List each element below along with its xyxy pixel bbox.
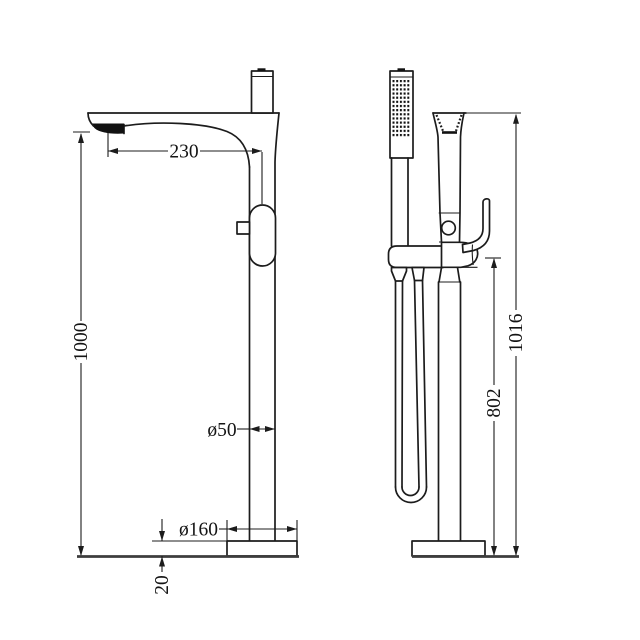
hose-right-tube (413, 279, 428, 488)
handshower-hose-nut (390, 266, 408, 282)
body-right-edge (458, 112, 465, 243)
hose-loop-outer (394, 486, 428, 504)
front-handle (250, 70, 274, 114)
spout-opening-left-hatch (435, 114, 445, 132)
dim-160-arrow-left (227, 526, 237, 532)
dim-1000-arrow-bottom (78, 546, 84, 556)
side-dimensions: 1016 802 (466, 112, 527, 556)
handshower-spray-face (392, 80, 411, 137)
front-body-right-edge (274, 112, 280, 542)
body-left-edge (432, 112, 443, 243)
front-knob-tab (236, 221, 251, 235)
dim-802-arrow-top (491, 258, 497, 268)
dim-50-arrow-left (249, 426, 260, 432)
dim-20-arrow-down (159, 531, 165, 541)
front-control-knob (248, 204, 277, 267)
front-spout-face (87, 112, 95, 127)
dim-spout-height: 1000 (71, 131, 92, 556)
front-spout-outlet-tip (92, 123, 124, 134)
shower-holder-arm (387, 245, 444, 269)
dim-base-diameter: ø160 (179, 520, 298, 541)
dim-base-thickness: 20 (152, 519, 227, 595)
hose-left-tube (394, 280, 404, 488)
dim-160-arrow-right (287, 526, 297, 532)
dim-50-arrow-right (265, 426, 275, 432)
dim-160-label: ø160 (179, 520, 218, 541)
dim-230-arrow-left (108, 148, 118, 154)
dim-802-label: 802 (484, 388, 505, 417)
dim-column-diameter: ø50 (207, 420, 275, 441)
dim-20-arrow-up (159, 556, 165, 567)
dim-1016-label: 1016 (506, 313, 527, 352)
dim-1016-arrow-bottom (513, 546, 519, 556)
front-view (77, 68, 299, 558)
lever-handle (461, 198, 491, 254)
front-handle-top-mark (257, 68, 266, 71)
handshower-handle (390, 157, 409, 247)
front-base-plate (226, 540, 298, 557)
side-base-plate (411, 540, 486, 557)
dim-230-arrow-right (252, 148, 262, 154)
dim-spout-reach: 230 (107, 133, 263, 204)
dim-20-label: 20 (152, 575, 173, 595)
dim-50-label: ø50 (207, 420, 236, 441)
front-dimensions: 230 1000 ø50 ø160 (71, 131, 298, 595)
body-neck (438, 266, 461, 283)
handshower-top-mark (397, 68, 405, 71)
dim-outlet-height: 802 (484, 257, 505, 556)
body-hose-outlet-nut (411, 266, 425, 282)
body-mount-hole (440, 220, 457, 236)
dim-230-label: 230 (169, 142, 198, 163)
side-pipe (437, 281, 462, 542)
dim-overall-height: 1016 (466, 112, 527, 556)
dim-1016-arrow-top (513, 113, 519, 124)
lever-pivot-line (471, 244, 474, 266)
hose-loop-inner (401, 486, 420, 497)
side-view (387, 68, 519, 558)
dim-1000-arrow-top (78, 133, 84, 143)
dim-802-arrow-bottom (491, 546, 497, 556)
dim-1000-label: 1000 (71, 323, 92, 362)
spout-opening-right-hatch (454, 114, 463, 132)
